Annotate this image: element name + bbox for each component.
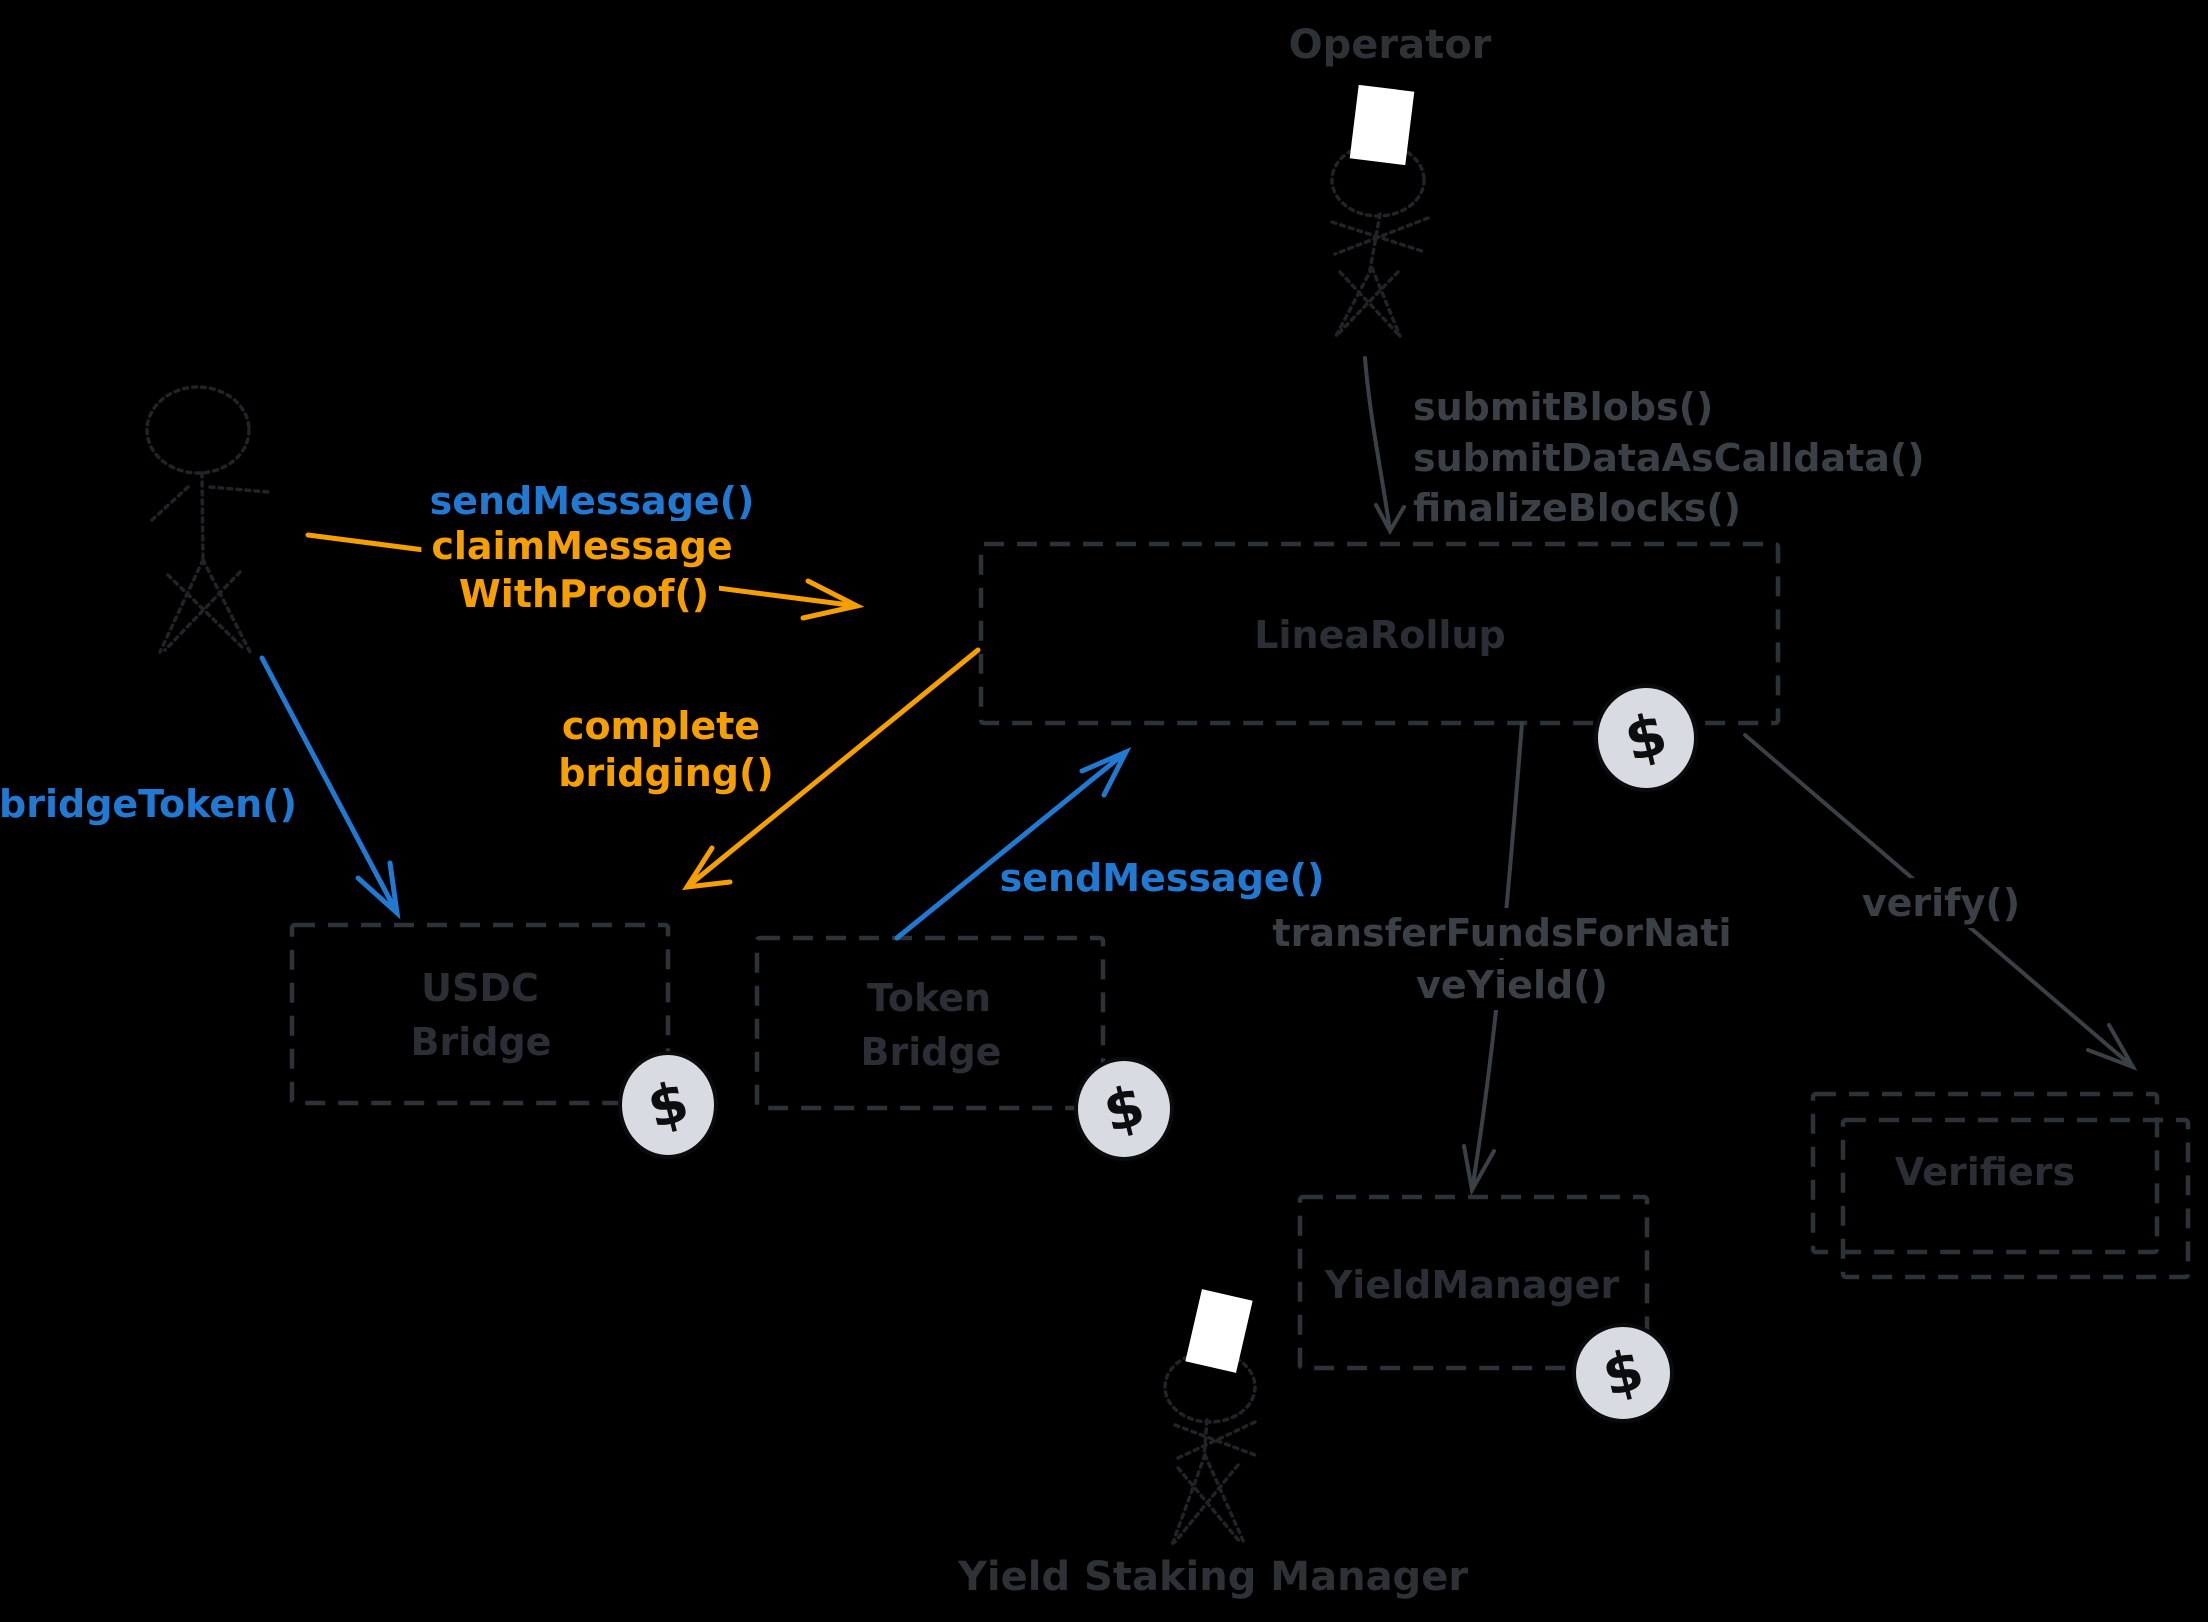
operator-label: Operator [1288, 22, 1492, 68]
usdc-bridge-label-line2: Bridge [410, 1020, 552, 1064]
submit-data-label: submitDataAsCalldata() [1413, 436, 1925, 480]
linea-rollup-label: LineaRollup [1254, 613, 1506, 657]
finalize-blocks-label: finalizeBlocks() [1413, 486, 1742, 530]
claim-message-label-line1: claimMessage [421, 521, 743, 571]
usdc-bridge-label-line1: USDC [421, 966, 539, 1010]
yield-manager-label: YieldManager [1324, 1263, 1620, 1307]
send-message-label: sendMessage() [429, 479, 755, 523]
usdc-bridge-box [289, 922, 671, 1106]
transfer-funds-label-line2: veYield() [1406, 960, 1618, 1010]
verifiers-label: Verifiers [1894, 1150, 2076, 1194]
usdc-coin: $ [618, 1051, 718, 1159]
verify-label: verify() [1851, 878, 2031, 928]
paper-rects [1185, 84, 1415, 1373]
claim-message-label-line2: WithProof() [448, 569, 720, 619]
yield-staking-manager-paper [1185, 1289, 1253, 1373]
verifiers-outer-box [1810, 1091, 2160, 1255]
submit-blobs-label: submitBlobs() [1413, 385, 1714, 429]
token-coin: $ [1074, 1057, 1174, 1161]
verifiers-inner-box [1840, 1117, 2191, 1280]
token-bridge-label-line2: Bridge [860, 1030, 1002, 1074]
arrow-token-to-linea [894, 746, 1132, 941]
token-bridge-label-line1: Token [866, 976, 992, 1020]
arrow-operator-to-linea [1363, 356, 1406, 536]
linea-rollup-box [978, 541, 1781, 726]
linea-coin: $ [1594, 684, 1698, 792]
yield-manager-coin: $ [1572, 1323, 1674, 1423]
operator-figure [1330, 142, 1430, 338]
arrow-linea-to-bridges [682, 647, 981, 891]
bridge-token-label: bridgeToken() [0, 782, 297, 826]
operator-paper [1349, 84, 1415, 166]
user-figure [145, 385, 270, 654]
arrow-user-to-usdc [259, 655, 401, 920]
yield-staking-manager-figure [1163, 1350, 1257, 1547]
yield-manager-box [1297, 1194, 1650, 1371]
yield-staking-manager-label: Yield Staking Manager [957, 1554, 1469, 1600]
complete-bridging-label-line2: bridging() [558, 751, 774, 795]
transfer-funds-label-line1: transferFundsForNati [1262, 908, 1742, 958]
complete-bridging-label-line1: complete [561, 704, 761, 748]
token-bridge-box [754, 935, 1106, 1111]
send-message2-label: sendMessage() [999, 856, 1325, 900]
coins: $ $ $ $ [618, 684, 1698, 1423]
